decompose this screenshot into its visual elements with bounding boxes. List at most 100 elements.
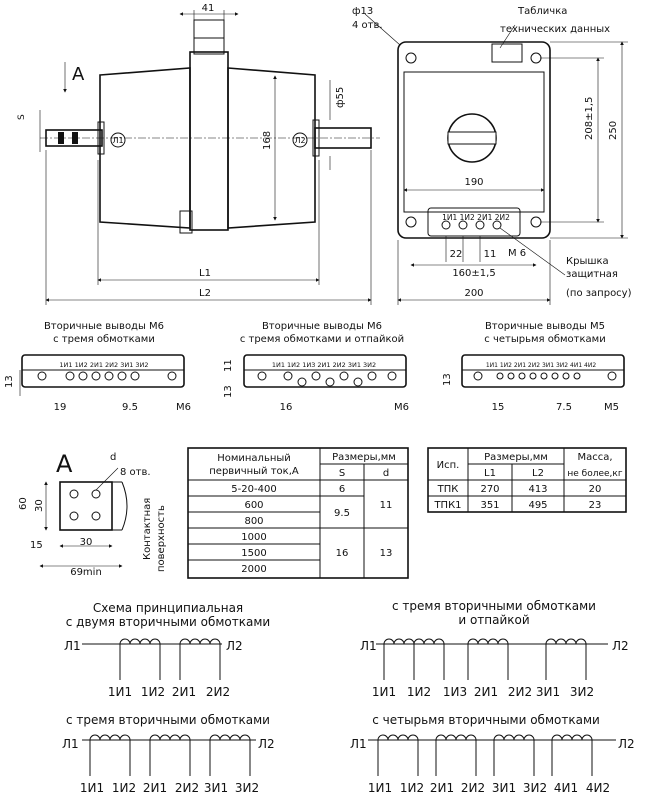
scheme4-title: с четырьмя вторичными обмотками (372, 713, 600, 727)
block3-thread: М5 (604, 402, 619, 413)
block3-side: 13 (442, 373, 453, 386)
t2-header-mass-2: не более,кг (567, 469, 622, 479)
block1-thread: М6 (176, 402, 191, 413)
t1-s-value: 9.5 (334, 508, 350, 519)
dim-11: 11 (484, 249, 497, 260)
scheme3-term: 1И1 (80, 781, 104, 795)
scheme4-term: 1И2 (400, 781, 424, 795)
dim-250: 250 (608, 121, 619, 140)
t2-col-l1: L1 (484, 468, 496, 479)
dim-41: 41 (202, 3, 215, 14)
dim-l1: L1 (199, 268, 211, 279)
scheme3-term: 3И2 (235, 781, 259, 795)
t1-s-value: 6 (339, 484, 345, 495)
scheme-title-2: с двумя вторичными обмотками (66, 615, 270, 629)
scheme2-term: 3И1 (536, 685, 560, 699)
scheme1-l2: Л2 (226, 639, 243, 653)
scheme4-term: 2И2 (461, 781, 485, 795)
block2-d1: 16 (280, 402, 293, 413)
t2-col-isp: Исп. (437, 460, 460, 471)
t2-row-l1: 351 (480, 500, 499, 511)
t1-row: 800 (244, 516, 263, 527)
thread-m6: М 6 (508, 248, 526, 259)
cover-label-1: Крышка (566, 256, 609, 267)
scheme2-term: 1И3 (443, 685, 467, 699)
scheme1-term: 2И2 (206, 685, 230, 699)
view-a-d: d (110, 452, 116, 463)
t1-row: 600 (244, 500, 263, 511)
block3-d2: 7.5 (556, 402, 572, 413)
view-a-69: 69min (70, 567, 102, 578)
scheme2-l1: Л1 (360, 639, 377, 653)
block1-d1: 19 (54, 402, 67, 413)
dim-55: ф55 (335, 87, 346, 108)
terminal-block-1 (19, 354, 185, 396)
dim-168: 168 (262, 131, 273, 150)
t1-row: 5-20-400 (231, 484, 276, 495)
t1-row: 2000 (241, 564, 266, 575)
view-a-15: 15 (30, 540, 43, 551)
view-a-30v: 30 (34, 499, 45, 512)
scheme1-term: 1И1 (108, 685, 132, 699)
dim-208: 208±1,5 (584, 97, 595, 140)
terminal-block-2 (243, 354, 407, 388)
terminal-block-3 (461, 354, 625, 388)
t2-row-name: ТПК1 (433, 500, 461, 511)
scheme4-term: 4И2 (586, 781, 610, 795)
table-currents (187, 447, 409, 579)
t1-d-value: 13 (380, 548, 393, 559)
scheme4-term: 2И1 (430, 781, 454, 795)
side-view (39, 10, 380, 305)
scheme2-term: 1И2 (407, 685, 431, 699)
label-l2-circle: Л2 (294, 136, 305, 145)
t2-row-l2: 495 (528, 500, 547, 511)
table-versions (427, 447, 627, 513)
plate-label-2: технических данных (500, 24, 610, 35)
scheme3-title: с тремя вторичными обмотками (66, 713, 270, 727)
t2-row-mass: 20 (589, 484, 602, 495)
scheme4-l1: Л1 (350, 737, 367, 751)
scheme1-term: 2И1 (172, 685, 196, 699)
scheme4-term: 4И1 (554, 781, 578, 795)
block1-d2: 9.5 (122, 402, 138, 413)
t1-row: 1500 (241, 548, 266, 559)
block3-title2: с четырьмя обмотками (484, 334, 605, 345)
t1-header-current-1: Номинальный (217, 453, 291, 464)
t1-s-value: 16 (336, 548, 349, 559)
t2-header-sizes: Размеры,мм (484, 452, 548, 463)
scheme3-term: 2И2 (175, 781, 199, 795)
scheme2-title-1: с тремя вторичными обмотками (392, 599, 596, 613)
terminal-labels: 1И1 1И2 2И1 2И2 (442, 213, 510, 222)
t1-col-d: d (383, 468, 389, 479)
dim-160: 160±1,5 (452, 268, 495, 279)
dim-13: ф13 (352, 6, 373, 17)
scheme-3-tap (376, 638, 608, 680)
block2-side1: 11 (223, 359, 234, 372)
block1-terms: 1И1 1И2 2И1 2И2 3И1 3И2 (59, 361, 148, 369)
front-view (364, 13, 628, 305)
scheme2-title-2: и отпайкой (458, 613, 529, 627)
scheme4-term: 3И2 (523, 781, 547, 795)
contact-label-1: Контактная (142, 498, 153, 560)
plate-label-1: Табличка (517, 6, 567, 17)
t2-col-l2: L2 (532, 468, 544, 479)
block1-title1: Вторичные выводы М6 (44, 321, 164, 332)
scheme2-l2: Л2 (612, 639, 629, 653)
dim-200: 200 (464, 288, 483, 299)
scheme-title-1: Схема принципиальная (93, 601, 243, 615)
view-a-holes: 8 отв. (120, 467, 151, 478)
t1-row: 1000 (241, 532, 266, 543)
block2-thread: М6 (394, 402, 409, 413)
scheme4-l2: Л2 (618, 737, 635, 751)
block3-terms: 1И1 1И2 2И1 2И2 3И1 3И2 4И1 4И2 (486, 362, 597, 369)
scheme4-term: 3И1 (492, 781, 516, 795)
scheme2-term: 1И1 (372, 685, 396, 699)
scheme1-l1: Л1 (64, 639, 81, 653)
scheme3-term: 3И1 (204, 781, 228, 795)
block2-title2: с тремя обмотками и отпайкой (240, 334, 404, 345)
dim-s: S (17, 114, 27, 120)
block3-d1: 15 (492, 402, 505, 413)
scheme-4 (368, 734, 616, 776)
block3-title1: Вторичные выводы М5 (485, 321, 605, 332)
